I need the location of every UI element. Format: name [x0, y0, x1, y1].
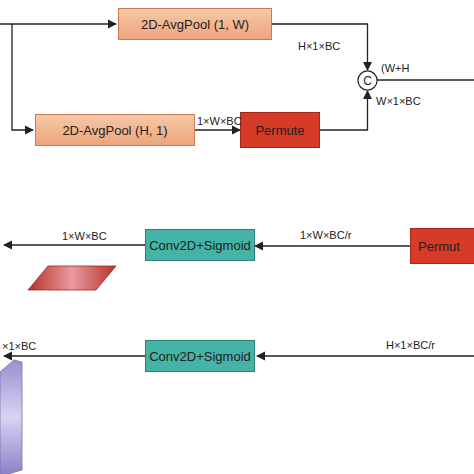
input-wire: [12, 24, 33, 130]
flow-arrow: [255, 245, 410, 246]
permute-box: Permute: [240, 112, 320, 148]
pool-box: 2D-AvgPool (1, W): [118, 8, 272, 40]
node-text: Permut: [418, 239, 460, 254]
node-text: C: [363, 74, 372, 88]
node-text: Conv2D+Sigmoid: [149, 349, 251, 364]
dimension-label: ×1×BC: [2, 340, 36, 352]
output-wire: [4, 244, 145, 245]
pool-box: 2D-AvgPool (H, 1): [35, 114, 195, 146]
conv-box: Conv2D+Sigmoid: [145, 229, 255, 261]
dimension-label: (W+H: [381, 62, 409, 74]
node-text: Conv2D+Sigmoid: [149, 238, 251, 253]
edge-label: 1×W×BC/r: [300, 229, 351, 241]
flow-arrow: [272, 24, 368, 70]
attention-slab: [28, 266, 116, 290]
edge-label: 1×W×BC: [197, 115, 242, 127]
node-text: 2D-AvgPool (1, W): [141, 17, 249, 32]
dimension-label: H×1×BC/r: [386, 339, 435, 351]
node-text: Permute: [255, 123, 304, 138]
flow-arrow: [195, 129, 240, 130]
edge-label: W×1×BC: [376, 95, 421, 107]
input-wire: [257, 355, 474, 356]
concat-circle: C: [357, 70, 378, 91]
flow-arrow: [320, 91, 368, 130]
conv-box: Conv2D+Sigmoid: [145, 340, 255, 372]
circle-outline: [358, 71, 377, 90]
output-wire: [4, 355, 145, 356]
node-text: 2D-AvgPool (H, 1): [62, 123, 167, 138]
attention-slab: [0, 360, 22, 474]
output-wire: [377, 79, 474, 80]
dimension-label: 1×W×BC: [62, 230, 107, 242]
permute-box: Permut: [410, 228, 474, 264]
input-wire: [0, 23, 116, 24]
edge-label: H×1×BC: [298, 40, 340, 52]
